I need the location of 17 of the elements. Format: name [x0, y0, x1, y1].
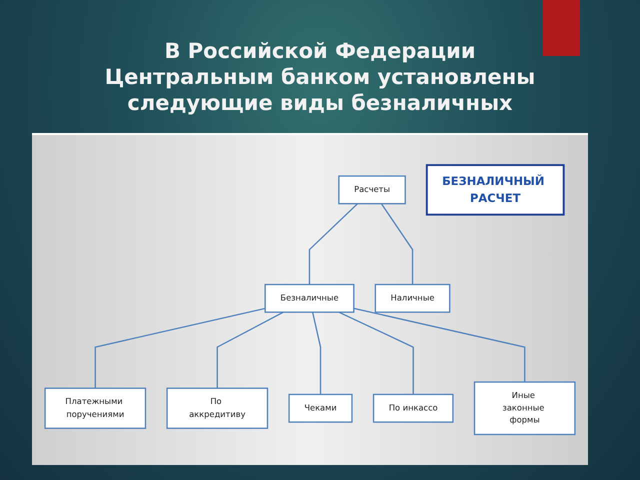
- connector: [380, 204, 414, 285]
- node-box: [426, 164, 565, 216]
- connector: [94, 308, 266, 388]
- connector: [338, 312, 414, 395]
- connector: [312, 312, 322, 395]
- node-box: [474, 382, 576, 436]
- node-box: [166, 388, 268, 430]
- node-box: [264, 284, 354, 314]
- connector: [354, 308, 526, 382]
- slide-title: В Российской Федерации Центральным банком установлены следующие виды безналичных: [104, 38, 536, 116]
- node-box: [288, 394, 353, 423]
- node-box: [372, 394, 454, 423]
- connector: [216, 312, 284, 388]
- node-box: [374, 284, 450, 314]
- node-box: [338, 176, 406, 205]
- node-box: [44, 388, 146, 430]
- connector: [308, 203, 358, 285]
